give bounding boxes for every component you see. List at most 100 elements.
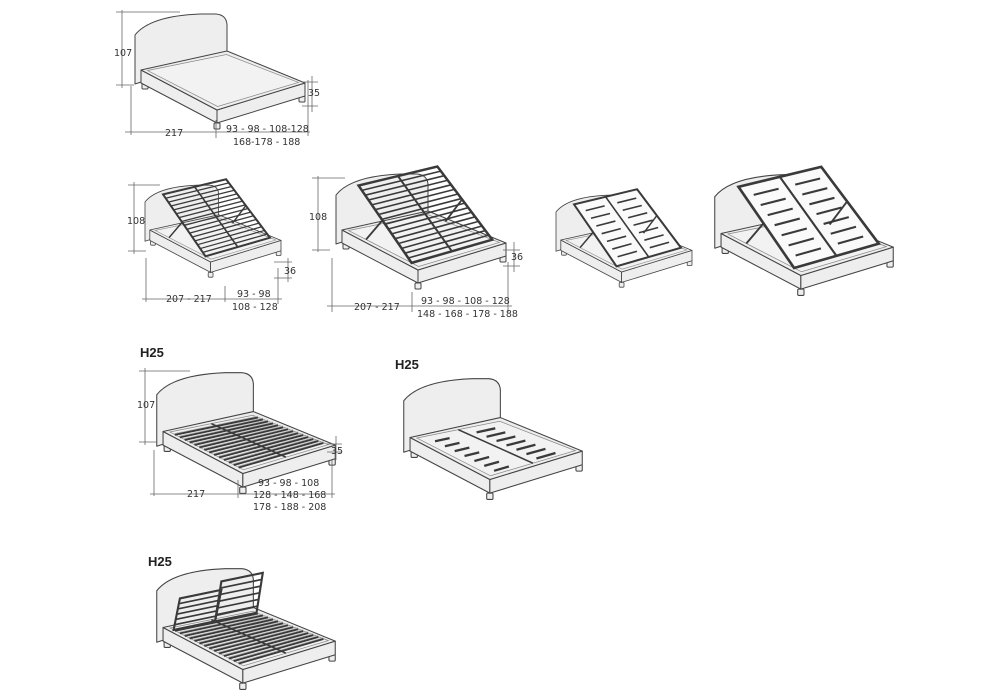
slat: [215, 605, 258, 616]
bed-foot: [797, 288, 805, 296]
gas-piston: [579, 231, 594, 249]
slat-highlight: [213, 431, 299, 455]
slat: [633, 219, 653, 227]
gas-piston: [444, 198, 463, 223]
slat: [216, 598, 259, 609]
length-label: 217: [165, 128, 183, 139]
slat-highlight: [209, 429, 294, 452]
slat-height-label: H25: [148, 554, 172, 569]
widths-label-2: 108 - 128: [232, 302, 278, 313]
height-label: 108: [309, 212, 327, 223]
slat: [444, 441, 460, 448]
slat-highlight: [189, 421, 273, 442]
slat-highlight: [223, 435, 309, 460]
slat: [760, 197, 786, 207]
lifting-frame: [161, 178, 272, 258]
center-rail: [211, 422, 287, 458]
widths-label-3: 178 - 188 - 208: [253, 502, 326, 513]
slat: [622, 204, 642, 212]
widths-label-1: 93 - 98: [237, 289, 271, 300]
slat: [802, 187, 828, 196]
widths-label-1: 93 - 98 - 108 - 128: [421, 296, 510, 307]
slat: [174, 615, 217, 626]
slat: [218, 591, 260, 603]
slat-highlight: [223, 631, 309, 656]
dimension-lines-fig1: [116, 10, 318, 138]
slat-highlight: [228, 633, 314, 658]
slat: [175, 610, 218, 621]
bed-foot: [486, 492, 494, 500]
slat: [434, 437, 450, 443]
base-height-label: 35: [308, 88, 320, 99]
center-rail: [397, 175, 453, 252]
slat: [753, 187, 779, 196]
bed-drawing-motorized: [156, 568, 336, 690]
slat-highlight: [179, 417, 263, 437]
slat-highlight: [199, 621, 284, 643]
slat: [788, 237, 815, 247]
slat: [837, 235, 864, 245]
center-rail: [193, 186, 239, 248]
widths-label-1: 93 - 98 - 108-128: [226, 124, 309, 135]
slat: [496, 435, 516, 443]
slat: [638, 226, 659, 234]
slat: [617, 197, 637, 204]
slat: [464, 451, 480, 458]
slat: [493, 465, 510, 472]
slat-highlight: [189, 617, 273, 638]
gas-piston: [231, 205, 247, 224]
slat: [220, 578, 262, 589]
gas-piston: [745, 222, 765, 245]
bed-foot: [414, 282, 422, 290]
slat-highlight: [233, 635, 319, 661]
length-label: 207 - 217: [166, 294, 212, 305]
slat-height-label: H25: [140, 345, 164, 360]
dimension-lines-fig3: [312, 176, 520, 312]
slat: [795, 247, 822, 257]
slat: [627, 212, 648, 219]
slat-highlight: [228, 437, 314, 462]
bed-drawing-slats: [156, 372, 336, 494]
slat-highlight: [194, 619, 279, 640]
slat-highlight: [238, 441, 324, 467]
bed-drawing-storage-single-panel: [555, 188, 693, 288]
slat: [644, 234, 664, 241]
slat: [612, 242, 632, 250]
length-label: 217: [187, 489, 205, 500]
slat: [816, 206, 842, 216]
slat: [830, 225, 857, 235]
slat: [536, 451, 556, 460]
length-label: 207 - 217: [354, 302, 400, 313]
bed-foot: [207, 272, 214, 278]
slat: [474, 455, 490, 463]
slat: [483, 460, 500, 467]
gas-piston: [828, 200, 848, 226]
slat: [526, 447, 546, 456]
bed-foot: [213, 122, 221, 130]
dimension-lines-fig2: [128, 182, 292, 304]
bed-drawing-base: [134, 13, 306, 130]
slat-highlight: [204, 427, 289, 450]
slat-highlight: [233, 439, 319, 465]
slat-height-label: H25: [395, 357, 419, 372]
mattress-area: [415, 420, 577, 477]
widths-label-2: 128 - 148 - 168: [253, 490, 326, 501]
base-height-label: 35: [331, 446, 343, 457]
slat-highlight: [213, 627, 299, 651]
slat-highlight: [209, 625, 294, 648]
slat-highlight: [199, 425, 284, 447]
slat: [601, 227, 621, 235]
slat: [590, 212, 611, 220]
slat-highlight: [194, 423, 279, 444]
slat: [506, 439, 526, 447]
dimension-lines-fig6: [139, 368, 342, 498]
height-label: 108: [127, 216, 145, 227]
slat: [176, 604, 219, 616]
slat: [219, 585, 261, 596]
center-rail: [604, 196, 650, 258]
slat: [476, 427, 496, 434]
bed-foot: [239, 682, 247, 690]
slat: [585, 205, 605, 212]
slat: [516, 443, 536, 451]
